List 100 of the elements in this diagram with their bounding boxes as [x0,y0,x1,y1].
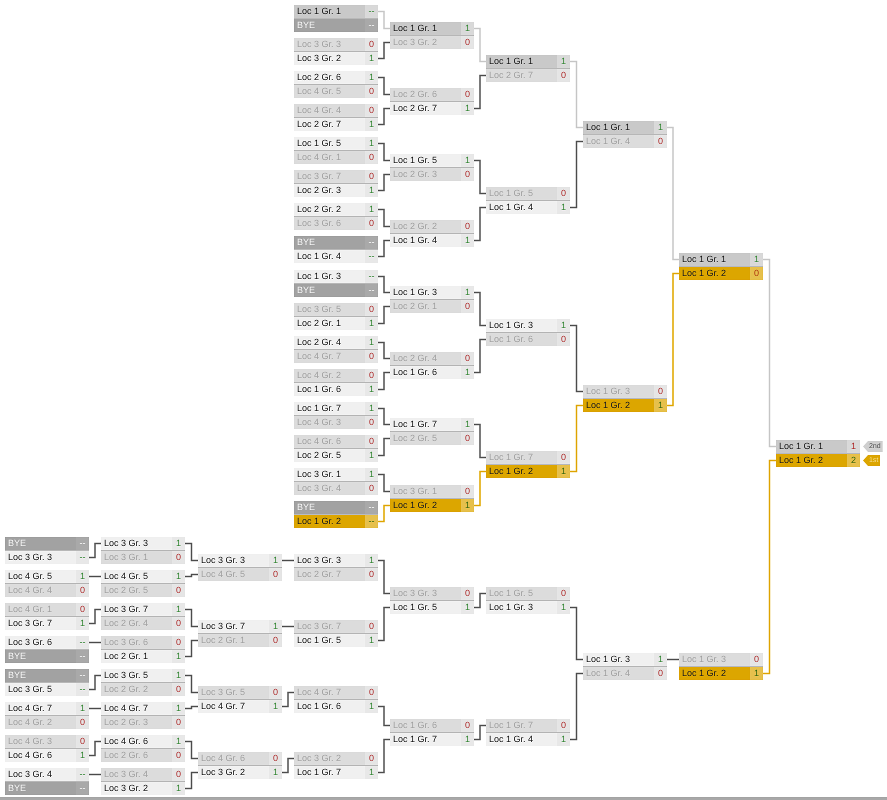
score: 0 [557,719,570,732]
score: -- [365,19,378,32]
team-name: Loc 2 Gr. 1 [296,317,342,330]
team-row [101,537,185,550]
score: 1 [172,603,185,616]
team-row [294,249,378,263]
team-row [390,418,474,431]
team-name: Loc 3 Gr. 2 [200,766,246,779]
score: 0 [461,432,474,445]
score: 0 [172,683,185,696]
team-row [5,768,89,781]
score: 0 [365,620,378,633]
team-name: Loc 3 Gr. 3 [7,551,54,564]
team-row [5,570,89,583]
team-row [5,735,89,748]
team-name: Loc 1 Gr. 3 [296,270,342,283]
connector-line [185,674,198,694]
score: 1 [269,620,282,633]
team-name: Loc 4 Gr. 5 [296,85,342,98]
score: -- [76,551,89,564]
team-name: Loc 1 Gr. 3 [681,653,728,666]
team-row [390,365,474,379]
score: 1 [172,669,185,682]
connector-line [570,324,583,392]
team-name: Loc 1 Gr. 2 [778,454,824,467]
team-row [198,752,282,765]
score: 0 [365,151,378,164]
team-row [390,352,474,365]
team-row [294,71,378,84]
team-name: Loc 3 Gr. 1 [296,468,342,481]
team-name: Loc 1 Gr. 2 [392,499,438,512]
team-row [390,587,474,600]
team-row [101,781,185,795]
team-name: Loc 2 Gr. 7 [488,69,534,82]
score: 1 [654,121,667,134]
team-name: Loc 3 Gr. 4 [103,768,150,781]
connector-line [89,642,101,644]
team-row [294,316,378,330]
score: 0 [461,587,474,600]
score: 1 [172,570,185,583]
score: -- [365,270,378,283]
team-row [5,550,89,564]
score: 0 [76,735,89,748]
score: 0 [461,719,474,732]
team-name: BYE [296,19,316,32]
team-name: Loc 4 Gr. 7 [296,350,342,363]
team-name: Loc 1 Gr. 2 [585,399,632,412]
team-row [486,55,570,68]
connector-line [378,342,390,360]
connector-line [570,404,583,472]
score: 0 [365,686,378,699]
score: 0 [365,435,378,448]
score: 1 [172,735,185,748]
connector-line [185,574,198,578]
score: 1 [172,782,185,795]
team-row [294,18,378,32]
team-name: Loc 1 Gr. 5 [296,634,342,647]
team-name: Loc 4 Gr. 5 [200,568,246,581]
team-name: BYE [7,650,28,663]
score: 0 [557,69,570,82]
score: 1 [269,766,282,779]
team-name: Loc 3 Gr. 2 [296,52,342,65]
team-name: Loc 4 Gr. 6 [103,735,150,748]
team-name: Loc 1 Gr. 7 [488,451,534,464]
team-name: Loc 1 Gr. 4 [585,667,632,680]
team-row [5,682,89,696]
score: 1 [365,700,378,713]
team-row [294,203,378,216]
team-name: Loc 4 Gr. 7 [200,700,246,713]
score: 1 [76,570,89,583]
score: 1 [847,440,860,453]
team-row [294,686,378,699]
score: 0 [172,716,185,729]
score: 1 [557,319,570,332]
connector-line [474,424,486,458]
score: 0 [76,584,89,597]
connector-line [474,724,486,740]
team-name: Loc 3 Gr. 2 [296,752,342,765]
connector-line [378,306,390,324]
team-row [101,636,185,649]
team-row [198,567,282,581]
team-row [294,752,378,765]
team-name: Loc 4 Gr. 7 [103,702,150,715]
team-name: Loc 2 Gr. 1 [392,300,438,313]
score: 1 [365,71,378,84]
connector-line [474,292,486,326]
connector-line [185,740,198,760]
score: 1 [461,22,474,35]
team-name: Loc 3 Gr. 5 [7,683,54,696]
team-row [294,117,378,131]
team-row [5,715,89,729]
team-row [583,398,667,412]
team-row [294,183,378,197]
team-name: Loc 4 Gr. 2 [296,369,342,382]
team-name: Loc 1 Gr. 4 [488,733,534,746]
team-name: Loc 2 Gr. 7 [296,568,342,581]
team-row [101,570,185,583]
team-row [390,101,474,115]
team-row [101,715,185,729]
score: 0 [461,220,474,233]
